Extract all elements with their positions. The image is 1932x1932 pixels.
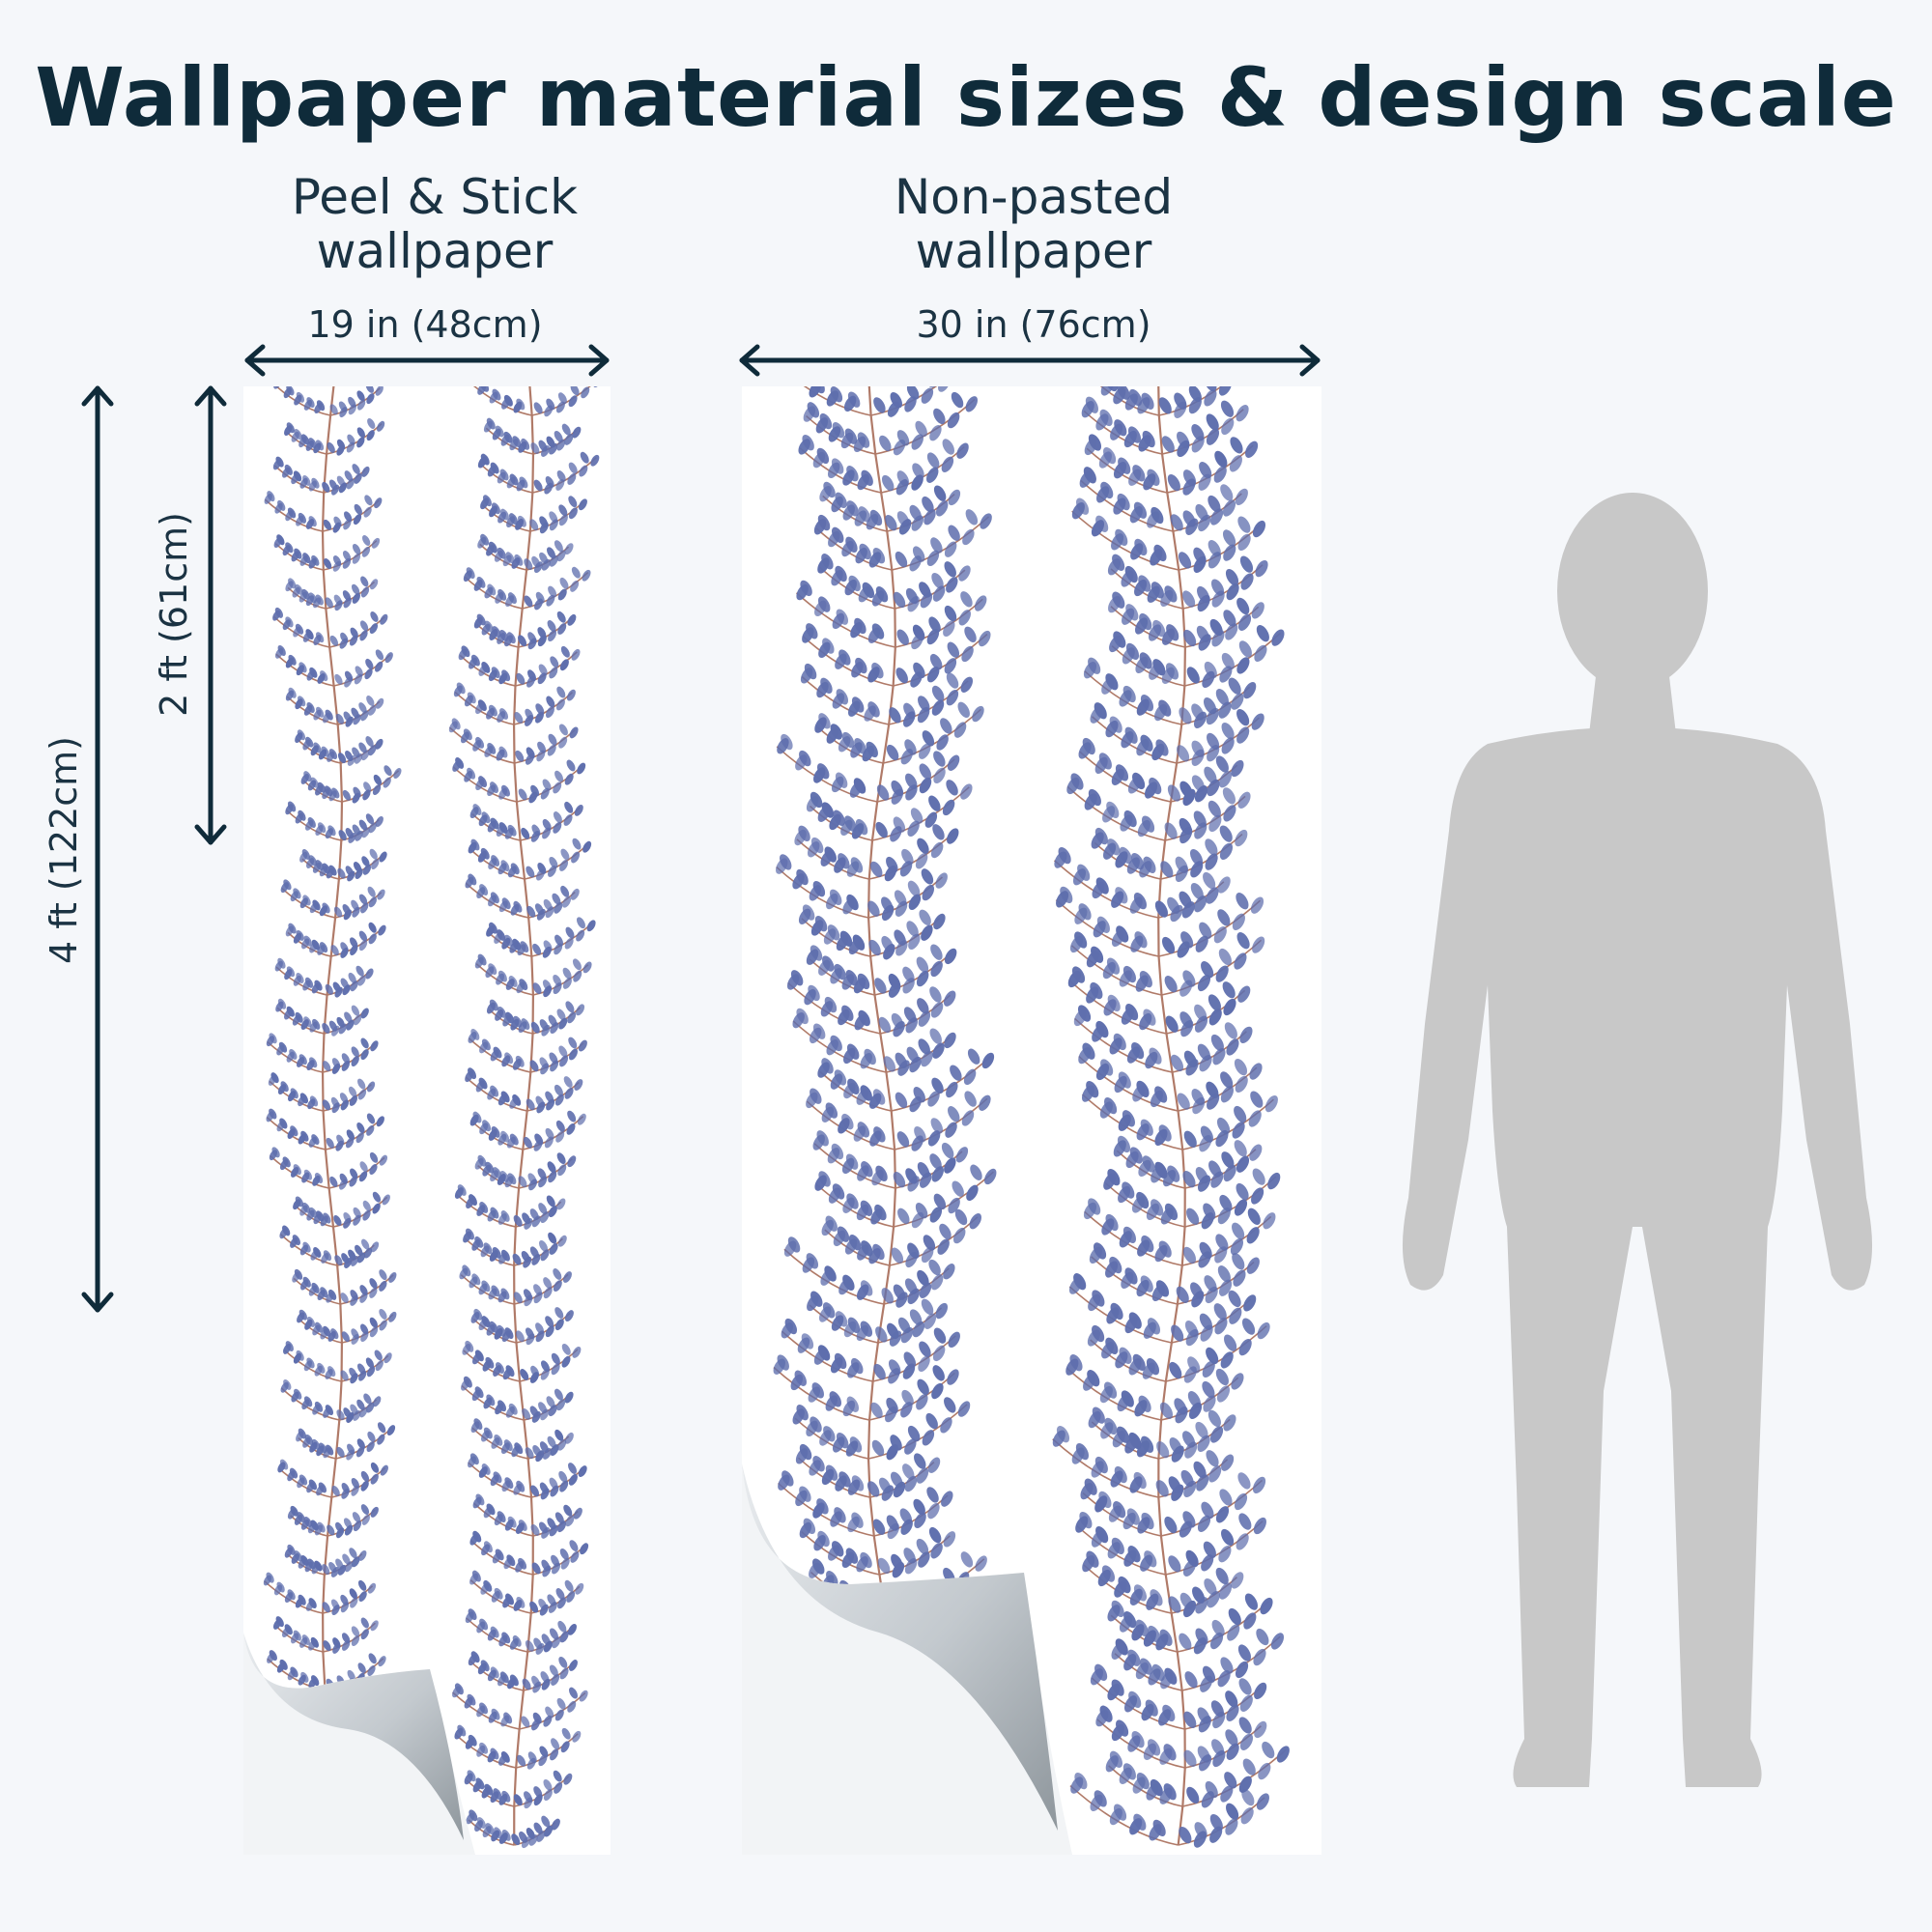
vine-motif xyxy=(1052,386,1290,1848)
non-pasted-label-line1: Non-pasted xyxy=(894,169,1174,225)
peel-stick-label-line2: wallpaper xyxy=(316,223,554,279)
peel-stick-label-line1: Peel & Stick xyxy=(291,169,579,225)
page-curl-icon xyxy=(742,1463,1072,1855)
non-pasted-width-label: 30 in (76cm) xyxy=(916,303,1151,346)
height-4ft-arrow xyxy=(81,385,114,1313)
peel-stick-width-arrow xyxy=(244,344,610,377)
non-pasted-label: Non-pasted wallpaper xyxy=(840,170,1227,278)
vine-motif xyxy=(448,386,602,1849)
non-pasted-label-line2: wallpaper xyxy=(915,223,1152,279)
page-title: Wallpaper material sizes & design scale xyxy=(35,50,1897,145)
peel-stick-label: Peel & Stick wallpaper xyxy=(242,170,628,278)
peel-stick-width-label: 19 in (48cm) xyxy=(307,303,543,346)
page-curl-icon xyxy=(243,1633,475,1855)
height-2ft-arrow xyxy=(194,385,227,845)
human-silhouette-icon xyxy=(1402,493,1873,1787)
non-pasted-width-arrow xyxy=(739,344,1321,377)
